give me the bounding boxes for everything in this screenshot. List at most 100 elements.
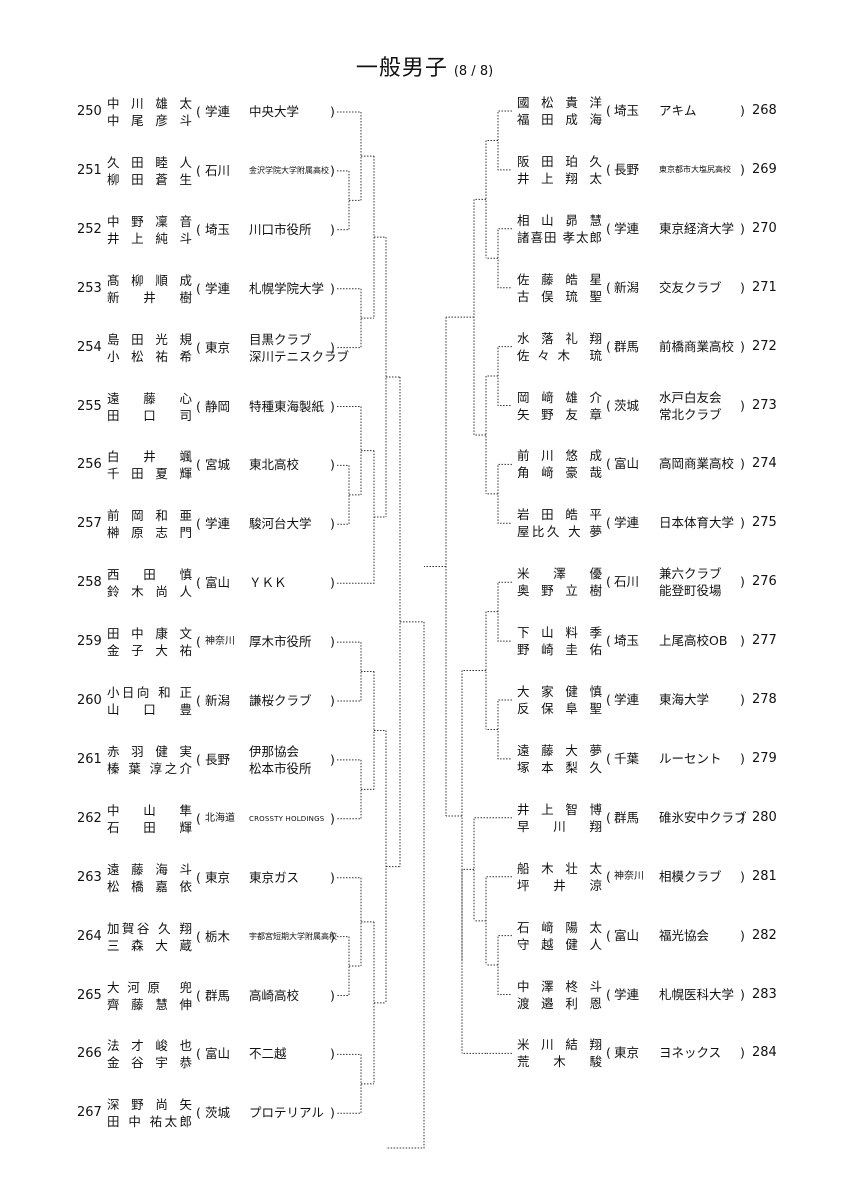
affiliation: 中央大学 [249, 95, 337, 129]
player-2-name: 奥 野 立 樹 [517, 583, 602, 599]
affiliation-line-1: CROSSTY HOLDINGS [249, 814, 325, 823]
player-1-name: 中 野 凜 音 [107, 213, 192, 229]
player-1-name: 法 才 峻 也 [107, 1038, 192, 1054]
bracket-segment-66 [386, 621, 425, 1149]
affiliation-line-1: 東京ガス [249, 869, 300, 885]
player-1-name: 石 﨑 陽 太 [517, 919, 602, 935]
open-paren: ( [606, 456, 611, 472]
close-paren: ) [330, 1105, 335, 1121]
page-indicator: (8 / 8) [453, 64, 494, 79]
prefecture: 北海道 [205, 812, 235, 824]
affiliation-line-1: 不二越 [249, 1046, 287, 1062]
affiliation-line-1: 東京経済大学 [659, 220, 735, 236]
affiliation-line-1: 金沢学院大学附属高校 [249, 165, 329, 175]
player-1-name: 岡 﨑 雄 介 [517, 389, 602, 405]
player-names: 前 岡 和 亜榊 原 志 門 [107, 507, 192, 541]
player-names: 赤 羽 健 実榛 葉 淳之介 [107, 743, 192, 777]
player-2-name: 井 上 純 斗 [107, 230, 192, 246]
player-1-name: 髙 柳 順 成 [107, 272, 192, 288]
player-names: 米 川 結 翔荒 木 駿 [517, 1036, 602, 1070]
seed-number: 256 [77, 457, 102, 473]
player-2-name: 福 田 成 海 [517, 112, 602, 127]
affiliation-line-1: 宇都宮短期大学附属高校 [249, 931, 337, 941]
affiliation-line-1: 厚木市役所 [249, 634, 312, 650]
player-1-name: 阪 田 珀 久 [517, 153, 602, 169]
seed-number: 267 [77, 1105, 102, 1121]
prefecture: 群馬 [205, 987, 231, 1003]
bracket-segment-53 [485, 876, 512, 966]
affiliation-line-1: 福光協会 [659, 927, 710, 943]
player-2-name: 塚 本 梨 久 [517, 759, 602, 775]
open-paren: ( [196, 575, 201, 591]
bracket-segment-2 [337, 111, 362, 201]
affiliation-line-1: 札幌医科大学 [659, 986, 735, 1002]
affiliation: 上尾高校OB [659, 624, 747, 658]
prefecture: 学連 [614, 986, 640, 1002]
prefecture: 学連 [205, 280, 231, 296]
player-names: 中 川 雄 太中 尾 彦 斗 [107, 95, 192, 129]
open-paren: ( [606, 868, 611, 884]
player-names: 久 田 睦 人柳 田 蒼 生 [107, 154, 192, 188]
page-title: 一般男子(8 / 8) [0, 50, 849, 82]
close-paren: ) [740, 692, 745, 707]
affiliation-line-1: 駿河台大学 [249, 516, 312, 532]
affiliation: アキム [659, 94, 747, 128]
bracket-segment-11 [337, 450, 375, 584]
affiliation: 宇都宮短期大学附属高校 [249, 920, 337, 954]
player-2-name: 反 保 阜 聖 [517, 701, 602, 716]
affiliation: 碓氷安中クラブ [659, 801, 747, 835]
prefecture: 群馬 [614, 809, 640, 825]
close-paren: ) [330, 928, 335, 944]
player-1-name: 小日向 和 正 [107, 685, 192, 700]
affiliation-line-1: 中央大学 [249, 104, 300, 119]
affiliation-line-2: 深川テニスクラブ [249, 348, 350, 364]
open-paren: ( [606, 986, 611, 1002]
close-paren: ) [330, 869, 335, 885]
seed-number: 252 [77, 221, 102, 237]
seed-number: 279 [752, 750, 777, 766]
close-paren: ) [330, 457, 335, 473]
affiliation-line-1: 謙桜クラブ [249, 693, 312, 708]
affiliation: 東京都市大塩尻高校 [659, 153, 747, 187]
player-1-name: 中 山 隼 [107, 802, 192, 818]
open-paren: ( [606, 220, 611, 236]
affiliation-line-1: 日本体育大学 [659, 515, 735, 531]
prefecture: 富山 [205, 575, 231, 591]
prefecture: 埼玉 [614, 633, 640, 649]
player-2-name: 早 川 翔 [517, 818, 602, 834]
player-names: 水 落 礼 翔佐々木 琉 [517, 330, 602, 364]
bracket-segment-16 [337, 759, 362, 820]
affiliation: 駿河台大学 [249, 507, 337, 541]
seed-number: 264 [77, 928, 102, 944]
affiliation-line-2: 松本市役所 [249, 760, 312, 776]
close-paren: ) [740, 103, 745, 118]
close-paren: ) [330, 162, 335, 178]
affiliation-line-2: 能登町役場 [659, 583, 722, 599]
affiliation-line-1: 碓氷安中クラブ [659, 809, 747, 825]
affiliation: ルーセント [659, 742, 747, 776]
player-1-name: 赤 羽 健 実 [107, 743, 192, 759]
affiliation: 高岡商業高校 [659, 447, 747, 481]
affiliation: ヨネックス [659, 1036, 747, 1070]
seed-number: 278 [752, 692, 777, 707]
seed-number: 273 [752, 397, 777, 413]
close-paren: ) [330, 634, 335, 650]
player-2-name: 中 尾 彦 斗 [107, 113, 192, 128]
player-names: 法 才 峻 也金 谷 宇 恭 [107, 1037, 192, 1071]
player-2-name: 守 越 健 人 [517, 936, 602, 952]
affiliation-line-2: 常北クラブ [659, 406, 722, 422]
